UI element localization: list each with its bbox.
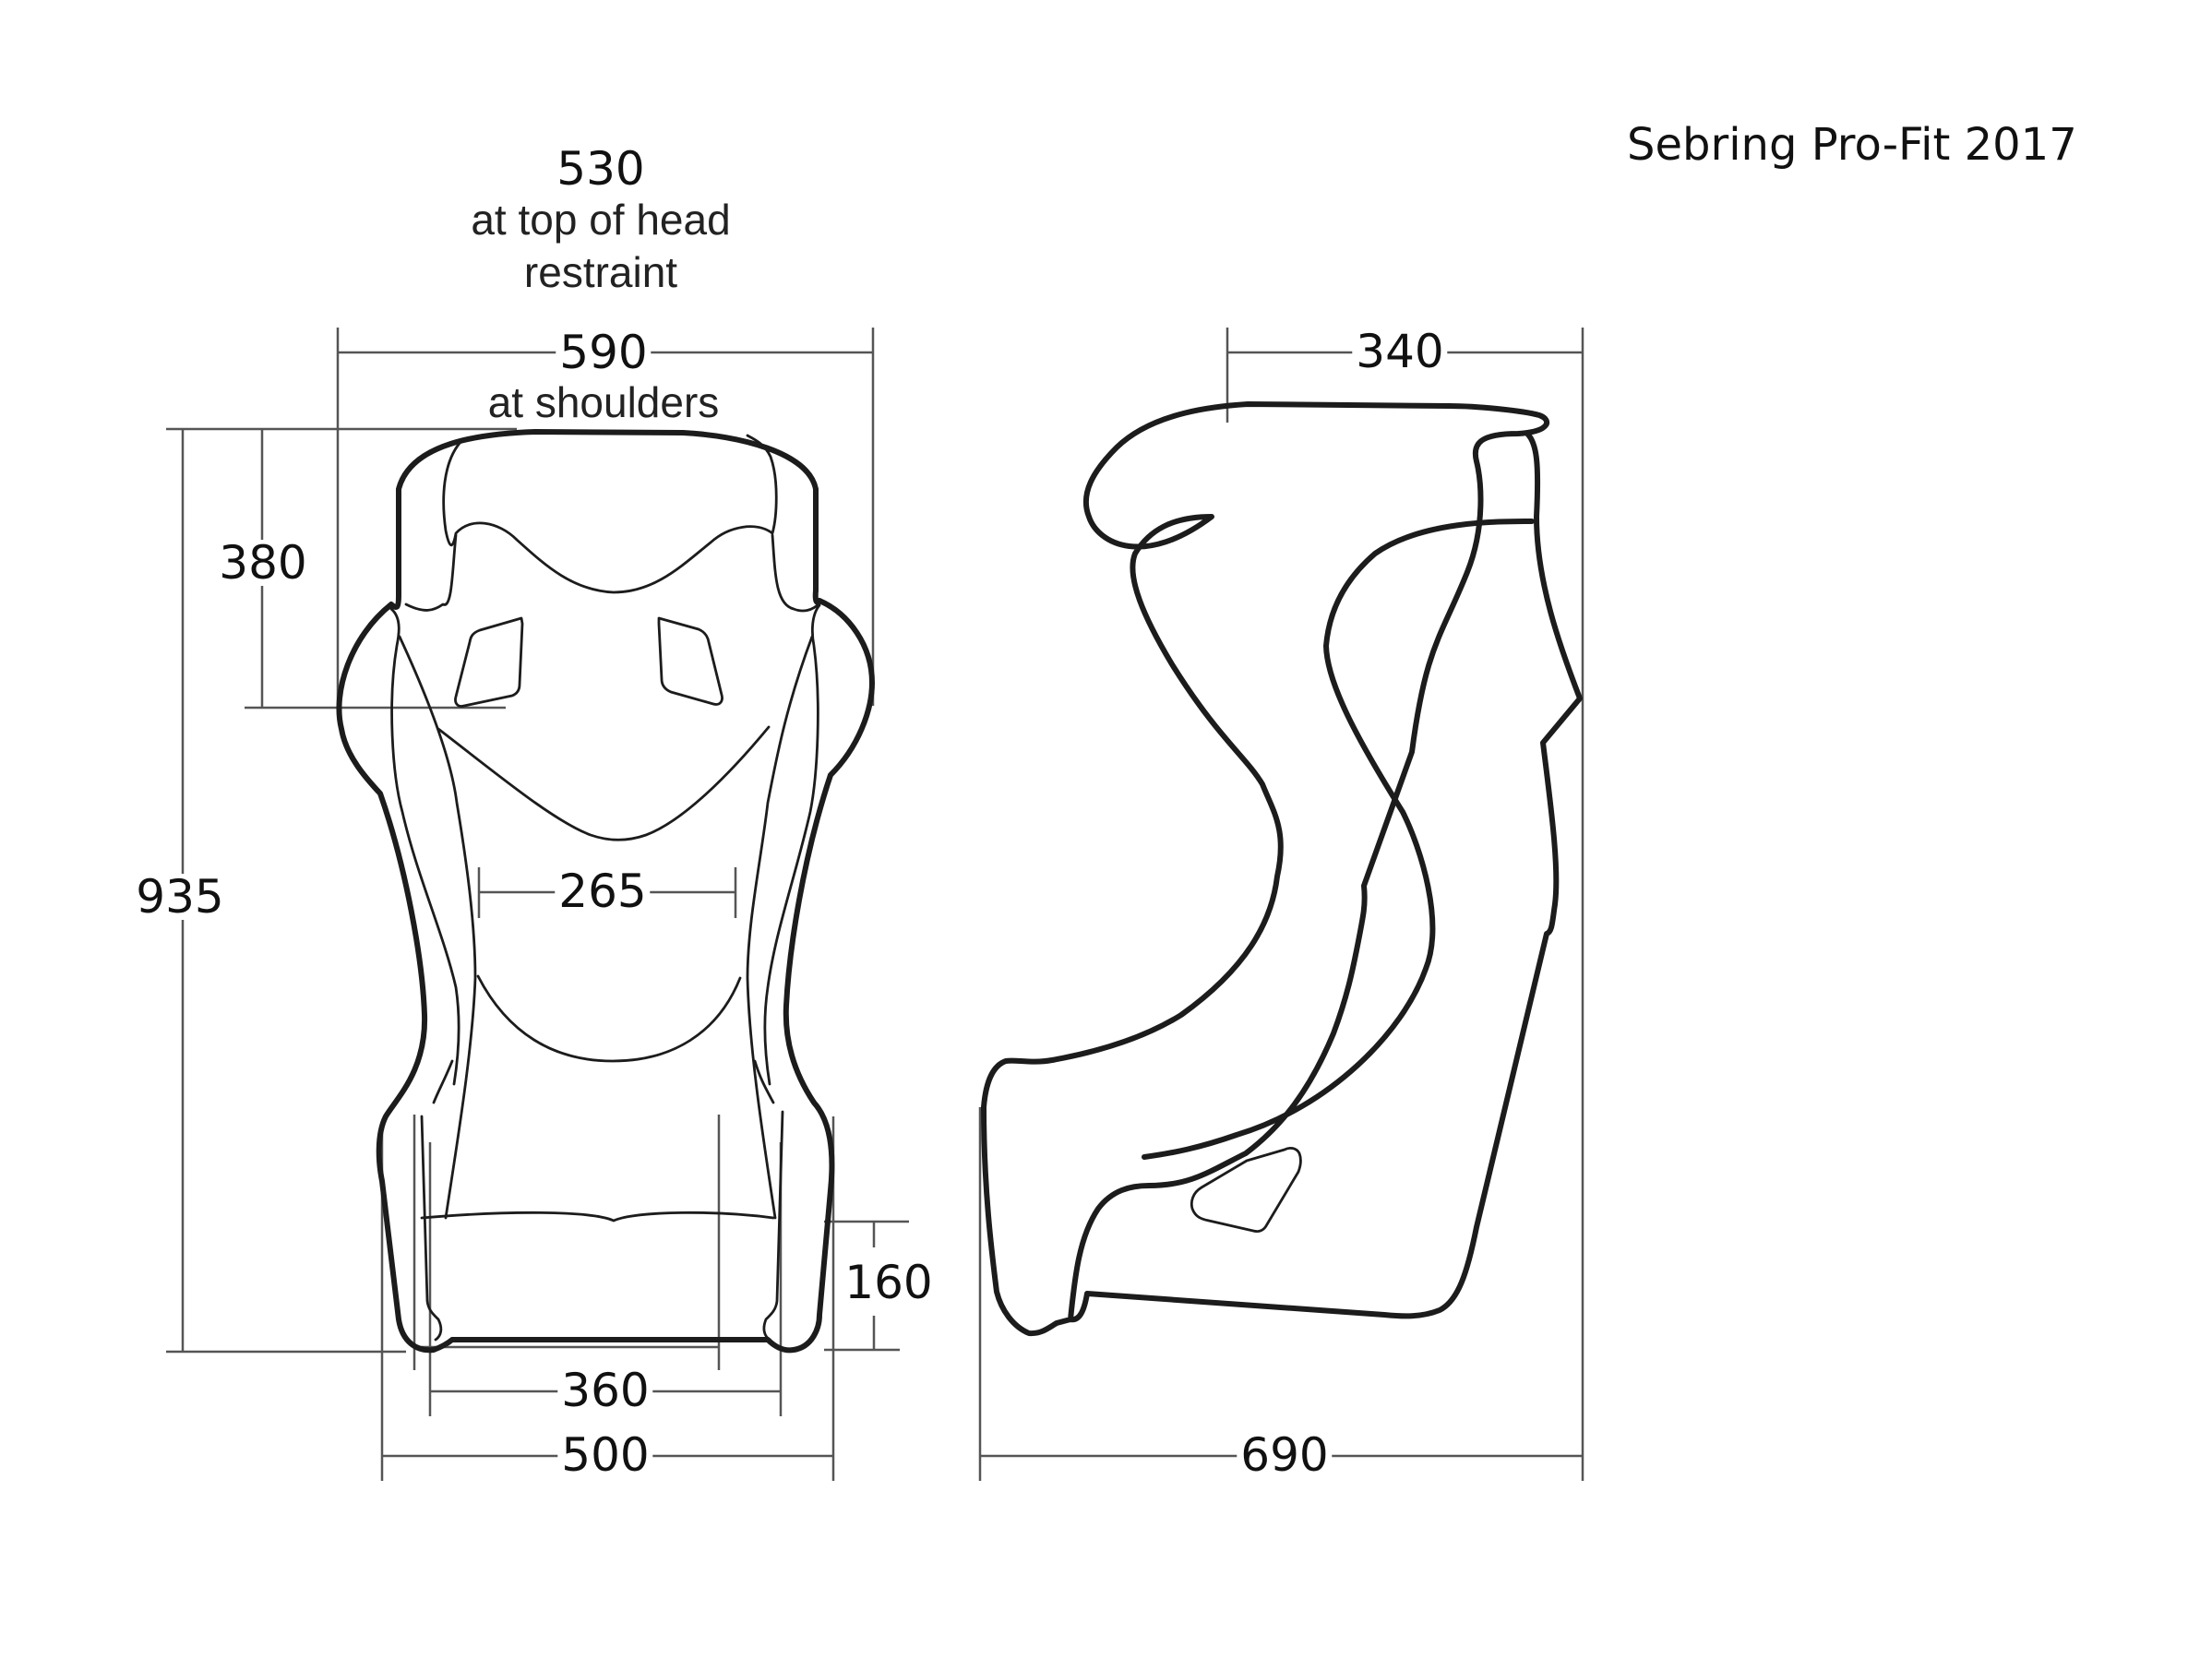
headrest-panel [442, 434, 778, 594]
headrest-height-value: 380 [215, 540, 311, 586]
side-outer-shell [981, 401, 1550, 1337]
left-belt-slot [454, 616, 524, 708]
hip-width-inner-value: 265 [555, 868, 651, 914]
side-view-seat [981, 401, 1583, 1337]
front-view-seat [336, 429, 875, 1354]
cushion-height-value: 160 [841, 1259, 937, 1306]
side-rear-shell [1068, 431, 1583, 1323]
side-lightening-hole [1190, 1146, 1302, 1233]
overall-depth-value: 690 [1237, 1432, 1333, 1478]
head-restraint-width-value: 530 [556, 142, 645, 196]
head-restraint-note-line1: at top of head [471, 196, 731, 244]
side-inner-curve [1142, 519, 1535, 1160]
seat-cushion-front [420, 1211, 775, 1223]
head-restraint-note-line2: restraint [523, 248, 678, 296]
shoulder-width-note: at shoulders [487, 378, 720, 426]
base-width-outer-value: 500 [557, 1432, 653, 1478]
base-width-inner-value: 360 [557, 1367, 653, 1413]
lumbar-arc [476, 974, 742, 1063]
front-dimension-lines [166, 328, 909, 1481]
right-belt-slot [657, 616, 723, 706]
diagram-title: Sebring Pro-Fit 2017 [1627, 119, 2077, 171]
top-depth-value: 340 [1352, 328, 1448, 375]
shoulder-width-value: 590 [556, 329, 652, 376]
overall-height-value: 935 [132, 874, 228, 920]
